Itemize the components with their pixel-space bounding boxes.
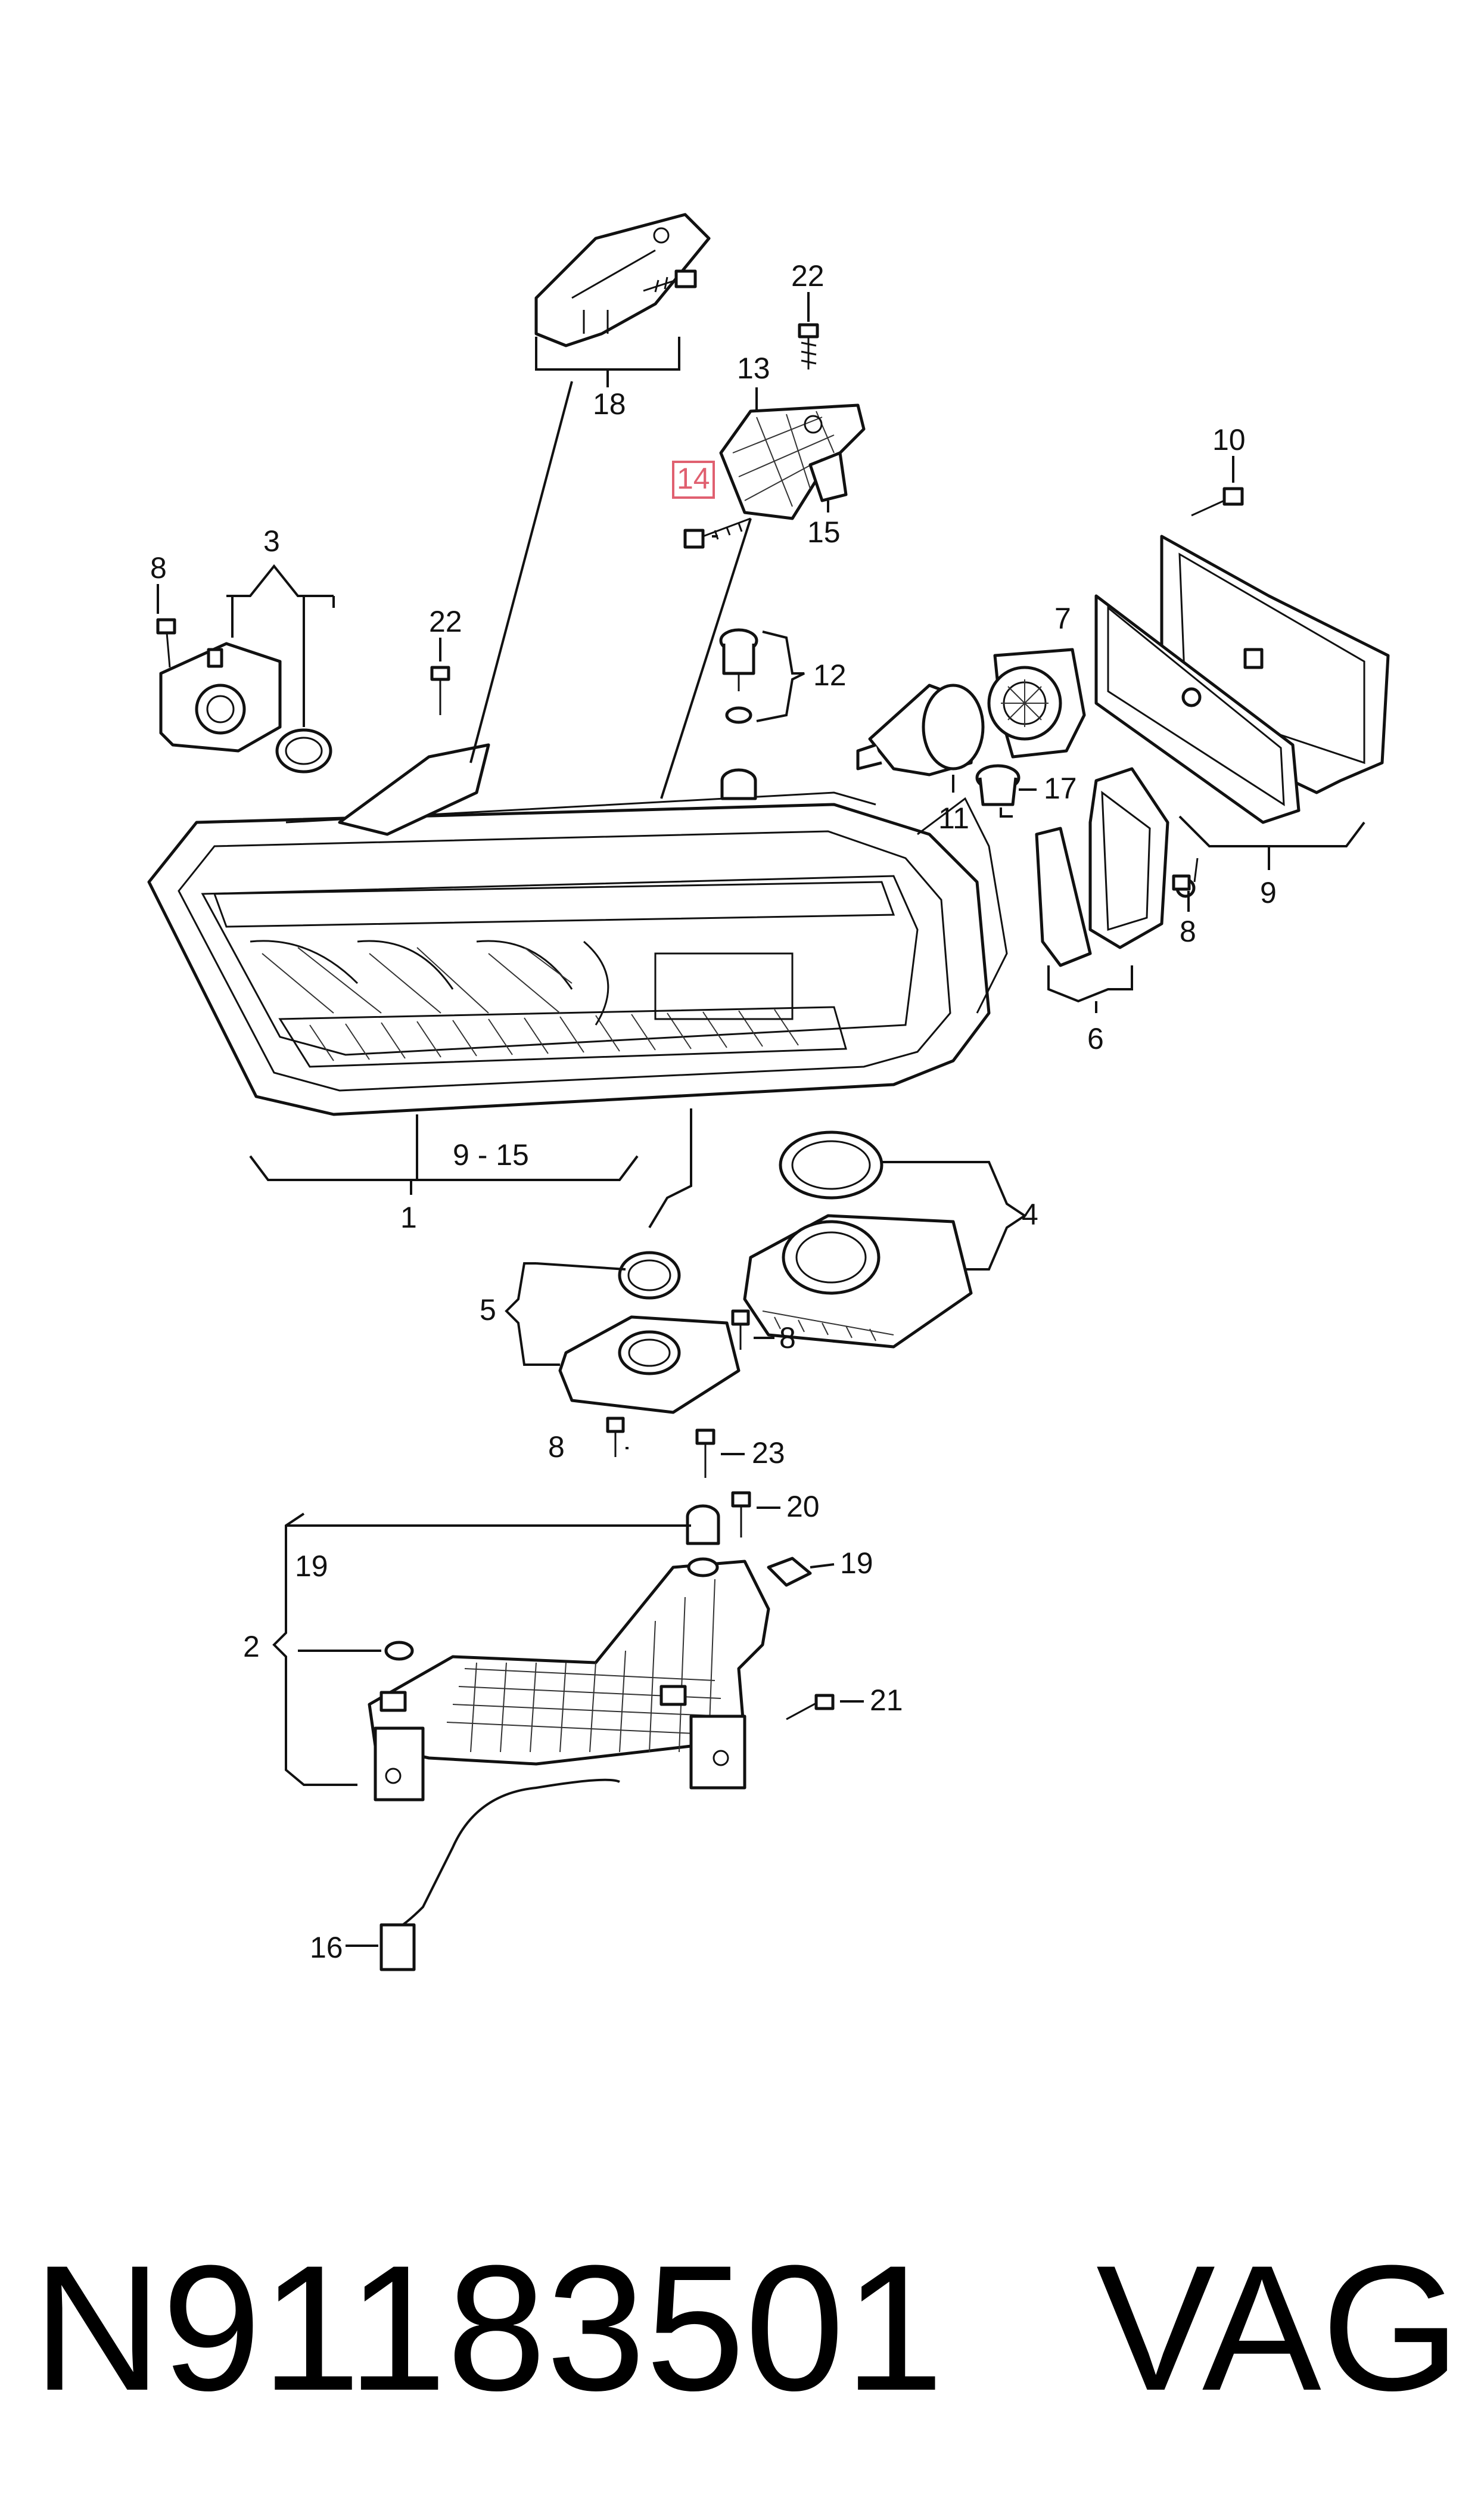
bolt-part-8-ballast [606,874,1191,1457]
callout-14: 14 [677,462,710,495]
module-part-3 [156,618,332,774]
callout-14-highlight [672,461,715,499]
callout-labels: 18 22 13 14 15 10 3 8 22 12 7 11 17 9 8 … [150,259,1277,1964]
callout-8-right: 8 [1180,915,1196,948]
callout-11: 11 [938,802,969,835]
sensor-part-16 [379,1778,620,1971]
bolt-part-14 [683,517,751,549]
clip-part-19 [767,1557,812,1587]
callout-5: 5 [480,1293,496,1327]
callout-19-left: 19 [295,1549,328,1583]
callout-23: 23 [752,1436,785,1470]
callout-8-ballast-4: 8 [779,1321,796,1355]
callout-8-left: 8 [150,551,167,585]
callout-17: 17 [1044,772,1077,805]
callout-21: 21 [870,1684,903,1717]
cover-part-9 [1094,535,1390,824]
callout-9: 9 [1260,876,1277,909]
callout-15: 15 [807,515,841,549]
screw-part-10 [1191,487,1244,517]
screw-part-18 [643,269,697,293]
headlight-housing [147,791,1008,1116]
ballast-part-5 [558,1251,741,1414]
bolt-part-22-top [798,323,819,369]
callout-9-15: 9 - 15 [453,1138,529,1172]
bolt-part-22-left [338,666,490,836]
bulb-part-11 [856,684,985,776]
cap-part-17 [975,764,1021,806]
callout-22-top: 22 [791,259,825,293]
ballast-part-4 [743,1130,973,1349]
part-number: N91183501 [33,2228,944,2428]
screw-part-20 [731,1491,751,1538]
callout-12: 12 [813,659,847,692]
callout-13: 13 [737,352,770,385]
grommet-part-23 [686,1428,720,1577]
bottom-bracket-part-2 [368,1560,770,1801]
callout-2: 2 [243,1630,260,1663]
fan-part-7 [987,648,1086,759]
brand-name: VAG [1096,2228,1460,2428]
callout-8-ballast-5: 8 [548,1430,565,1464]
callout-1: 1 [400,1201,417,1234]
callout-22-left: 22 [429,605,462,638]
callout-20: 20 [786,1490,820,1523]
top-bracket-part-18 [534,213,711,347]
callout-7: 7 [1054,602,1071,635]
callout-3: 3 [263,524,280,558]
screw-part-12 [719,628,758,800]
callout-4: 4 [1022,1198,1038,1231]
callout-10: 10 [1212,423,1246,456]
screw-part-21 [786,1694,835,1720]
leader-lines [157,292,1365,1947]
callout-16: 16 [310,1931,343,1964]
callout-6: 6 [1087,1022,1104,1055]
callout-18: 18 [593,387,626,421]
bracket-part-13 [719,403,866,520]
callout-19-right: 19 [840,1546,873,1580]
